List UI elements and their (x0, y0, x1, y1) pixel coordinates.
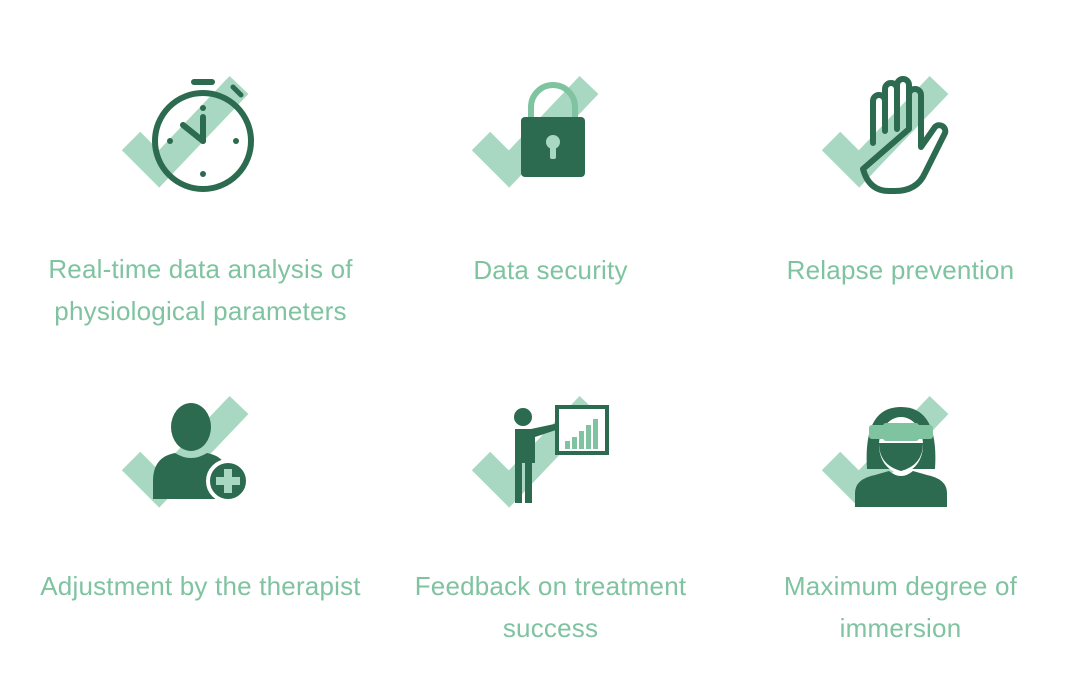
raised-hand-icon-group (821, 65, 981, 205)
feature-immersion: Maximum degree of immersion (722, 350, 1072, 700)
feature-therapist-adjustment: Adjustment by the therapist (22, 350, 379, 700)
feature-label: Data security (473, 255, 628, 285)
padlock-icon (471, 76, 598, 188)
feature-realtime-analysis: Real-time data analysis of physiological… (22, 0, 379, 350)
vr-headset-person-icon-group (821, 385, 981, 525)
checkmark-icon (471, 76, 598, 188)
add-user-icon (121, 396, 250, 508)
checkmark-icon (821, 76, 948, 188)
feature-treatment-feedback: Feedback on treatment success (372, 350, 729, 700)
feature-label: Maximum degree of immersion (783, 571, 1018, 643)
presentation-chart-icon (471, 396, 609, 508)
feature-label: Real-time data analysis of physiological… (48, 254, 353, 326)
checkmark-icon (121, 76, 248, 188)
padlock-icon-group (471, 65, 631, 205)
add-user-icon-group (121, 385, 281, 525)
stopwatch-icon-group (121, 65, 281, 205)
stopwatch-icon (121, 76, 254, 192)
feature-label: Feedback on treatment success (414, 571, 687, 643)
feature-relapse-prevention: Relapse prevention (722, 0, 1072, 350)
vr-headset-person-icon (821, 396, 948, 508)
presentation-chart-icon-group (471, 385, 631, 525)
feature-data-security: Data security (372, 0, 729, 350)
feature-label: Relapse prevention (786, 255, 1015, 285)
raised-hand-icon (821, 76, 948, 194)
feature-label: Adjustment by the therapist (40, 571, 361, 601)
